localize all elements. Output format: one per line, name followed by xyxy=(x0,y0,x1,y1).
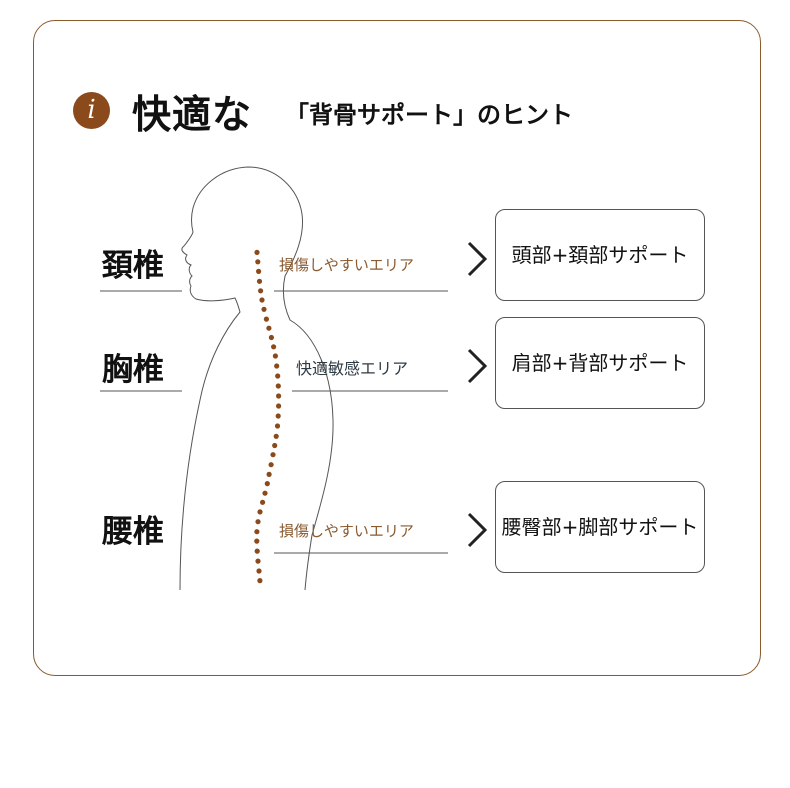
spine-dot xyxy=(275,413,281,419)
support-label: 肩部+背部サポート xyxy=(511,351,689,375)
spine-dot xyxy=(256,268,262,274)
spine-dot xyxy=(276,403,282,409)
spine-dot xyxy=(256,278,263,284)
spine-dot xyxy=(274,363,280,369)
support-box-shoulder-back: 肩部+背部サポート xyxy=(495,317,705,409)
page-title: 快適な xyxy=(132,93,253,138)
spine-dot xyxy=(261,306,267,312)
spine-dot xyxy=(259,297,265,303)
spine-dot xyxy=(272,442,278,449)
hint-text-cervical: 損傷しやすいエリア xyxy=(279,256,414,274)
spine-dot xyxy=(254,249,260,255)
spine-dot xyxy=(273,433,279,439)
hint-text-lumbar: 損傷しやすいエリア xyxy=(279,522,414,540)
spine-dot xyxy=(263,316,269,322)
spine-dot xyxy=(266,325,272,331)
spine-dot xyxy=(271,344,277,350)
spine-dot xyxy=(255,558,261,564)
spine-dot xyxy=(276,393,282,399)
spine-dot xyxy=(275,373,281,379)
region-label-thoracic: 胸椎 xyxy=(102,352,164,388)
spine-dot xyxy=(268,334,274,341)
spine-dot xyxy=(272,353,278,359)
support-label: 頭部+頚部サポート xyxy=(511,243,689,267)
chevron-right-icon xyxy=(467,348,488,384)
spine-dot xyxy=(257,509,263,515)
spine-dot xyxy=(258,288,264,294)
spine-dot xyxy=(256,568,262,574)
spine-dot xyxy=(254,548,260,554)
spine-dot xyxy=(270,452,276,458)
spine-dot xyxy=(257,578,263,584)
hint-text-thoracic: 快適敏感エリア xyxy=(296,359,409,378)
region-label-cervical: 頚椎 xyxy=(102,248,164,284)
spine-dot xyxy=(255,519,261,525)
spine-dots xyxy=(254,249,282,584)
spine-dot xyxy=(260,499,266,505)
spine-dot xyxy=(266,471,272,477)
info-icon: i xyxy=(73,92,110,129)
spine-dot xyxy=(254,538,260,544)
spine-dot xyxy=(275,383,281,389)
support-label: 腰臀部+脚部サポート xyxy=(501,515,699,539)
spine-dot xyxy=(262,490,268,496)
chevron-right-icon xyxy=(467,512,488,548)
spine-dot xyxy=(264,481,270,487)
region-label-lumbar: 腰椎 xyxy=(102,514,164,550)
spine-dot xyxy=(255,259,261,265)
chevron-right-icon xyxy=(467,241,488,277)
support-box-hip-leg: 腰臀部+脚部サポート xyxy=(495,481,705,573)
page-subtitle: 「背骨サポート」のヒント xyxy=(285,101,573,129)
head-neck-outline xyxy=(179,166,334,591)
spine-dot xyxy=(254,529,260,535)
spine-dot xyxy=(268,462,274,468)
support-box-head-neck: 頭部+頚部サポート xyxy=(495,209,705,301)
spine-dot xyxy=(274,423,281,429)
